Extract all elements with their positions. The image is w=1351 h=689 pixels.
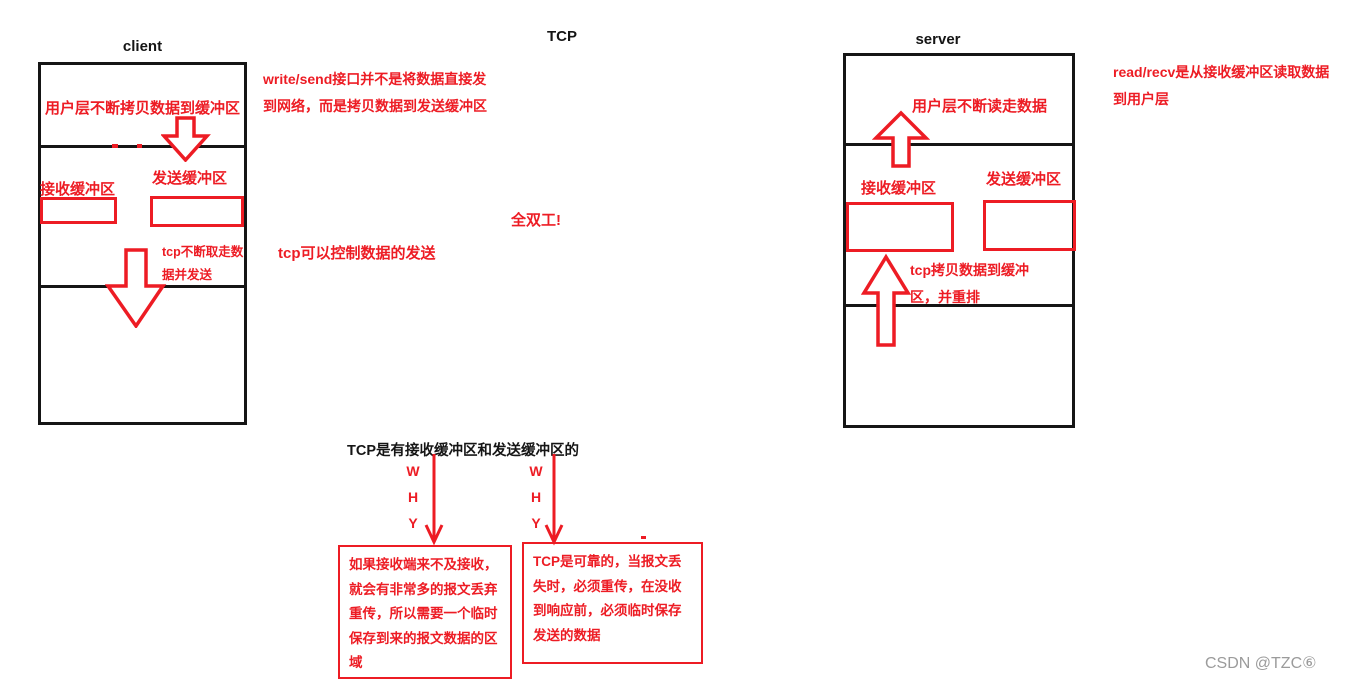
client-tcp-note-line1: tcp不断取走数	[162, 245, 244, 259]
why-left-line: 如果接收端来不及接收，	[349, 557, 498, 572]
diagram-title: TCP	[547, 28, 577, 45]
client-divider-upper	[38, 145, 247, 148]
why-right-explanation-box: TCP是可靠的，当报文丢 失时，必须重传，在没收 到响应前，必须临时保存 发送的…	[522, 542, 703, 664]
arrow-down-icon	[161, 116, 211, 162]
why-letter: H	[407, 489, 419, 505]
arrow-up-icon	[872, 110, 930, 168]
why-letter: Y	[531, 515, 541, 531]
why-letter: W	[529, 463, 543, 479]
why-right-line: TCP是可靠的，当报文丢	[533, 554, 682, 569]
why-left-line: 就会有非常多的报文丢弃	[349, 581, 498, 597]
red-tick-mark	[641, 536, 646, 539]
full-duplex-note: 全双工!	[511, 212, 561, 229]
why-left-explanation-box: 如果接收端来不及接收， 就会有非常多的报文丢弃 重传，所以需要一个临时 保存到来…	[338, 545, 512, 679]
server-tcp-note-line1: tcp拷贝数据到缓冲	[910, 262, 1029, 278]
client-recv-buffer-rect	[40, 197, 117, 224]
why-left-line: 保存到来的报文数据的区	[349, 630, 498, 646]
client-box	[38, 62, 247, 425]
server-title: server	[915, 31, 961, 48]
why-section-heading: TCP是有接收缓冲区和发送缓冲区的	[347, 443, 579, 459]
client-title: client	[122, 38, 163, 55]
csdn-watermark: CSDN @TZC⑥	[1205, 655, 1317, 672]
arrow-up-icon	[861, 253, 911, 347]
client-recv-buffer-label: 接收缓冲区	[40, 181, 116, 198]
red-tick-mark	[137, 144, 142, 148]
why-label-right: W H Y	[527, 458, 545, 536]
red-tick-mark	[112, 144, 118, 148]
why-left-line: 重传，所以需要一个临时	[349, 606, 498, 621]
write-send-note-line2: 到网络，而是拷贝数据到发送缓冲区	[263, 98, 487, 114]
server-send-buffer-rect	[983, 200, 1076, 251]
server-divider-lower	[843, 304, 1075, 307]
why-letter: Y	[408, 515, 418, 531]
why-right-line: 到响应前，必须临时保存	[533, 603, 682, 618]
server-tcp-note: tcp拷贝数据到缓冲 区，并重排	[910, 257, 1029, 311]
why-letter: H	[530, 489, 542, 505]
write-send-note-line1: write/send接口并不是将数据直接发	[263, 71, 487, 87]
client-send-buffer-label: 发送缓冲区	[152, 170, 228, 187]
arrow-down-icon	[105, 248, 167, 328]
read-recv-note-line1: read/recv是从接收缓冲区读取数据	[1113, 64, 1330, 80]
server-send-buffer-label: 发送缓冲区	[986, 171, 1062, 188]
server-recv-buffer-label: 接收缓冲区	[861, 180, 937, 197]
read-recv-note: read/recv是从接收缓冲区读取数据 到用户层	[1113, 59, 1329, 113]
why-label-left: W H Y	[404, 458, 422, 536]
client-tcp-note-line2: 据并发送	[162, 268, 213, 282]
client-send-buffer-rect	[150, 196, 244, 227]
client-user-note: 用户层不断拷贝数据到缓冲区	[45, 100, 241, 117]
why-left-line: 域	[349, 655, 363, 670]
arrow-down-line-icon	[423, 454, 445, 546]
tcp-control-note: tcp可以控制数据的发送	[278, 245, 436, 262]
why-right-line: 失时，必须重传，在没收	[533, 578, 682, 594]
arrow-down-line-icon	[543, 454, 565, 546]
server-tcp-note-line2: 区，并重排	[910, 289, 980, 305]
server-user-note: 用户层不断读走数据	[912, 98, 1048, 115]
server-recv-buffer-rect	[846, 202, 954, 252]
read-recv-note-line2: 到用户层	[1113, 91, 1169, 107]
why-letter: W	[406, 463, 420, 479]
why-right-line: 发送的数据	[533, 627, 601, 643]
server-divider-upper	[843, 143, 1075, 146]
write-send-note: write/send接口并不是将数据直接发 到网络，而是拷贝数据到发送缓冲区	[263, 66, 487, 120]
client-tcp-note: tcp不断取走数 据并发送	[162, 241, 254, 287]
